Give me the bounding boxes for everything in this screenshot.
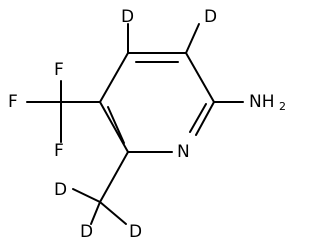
bond-c6-methyl: [99, 151, 129, 203]
bond-c3-c2: [185, 52, 215, 103]
atom-label-f-top: F: [54, 60, 64, 80]
atom-label-amine-subscript: 2: [279, 100, 286, 113]
atom-label-d-methyl-right: D: [129, 222, 142, 242]
structure-canvas: D D F F F N NH 2 D D D: [8, 7, 286, 242]
bond-methyl-d-left: [72, 188, 101, 203]
atom-label-d-c3: D: [204, 7, 217, 27]
bond-c3-d: [185, 23, 200, 54]
bond-c6-c5-inner: [107, 106, 125, 144]
bond-c2-n: [195, 101, 215, 136]
atom-label-n-ring: N: [177, 142, 190, 162]
atom-label-amine: NH: [249, 92, 275, 112]
atom-label-f-left: F: [8, 92, 18, 112]
bond-c6-c5: [99, 101, 129, 153]
bond-methyl-d-bottom: [90, 201, 101, 225]
molecule-structure: D D F F F N NH 2 D D D: [8, 7, 286, 242]
atom-label-d-methyl-bottom: D: [80, 222, 93, 242]
atom-label-f-bottom: F: [54, 141, 64, 161]
bond-c2-n-inner: [189, 103, 207, 133]
bond-methyl-d-right: [99, 201, 127, 225]
atom-label-d-c4: D: [121, 7, 134, 27]
atom-label-d-methyl-left: D: [54, 180, 67, 200]
bond-c5-c4: [99, 52, 129, 103]
